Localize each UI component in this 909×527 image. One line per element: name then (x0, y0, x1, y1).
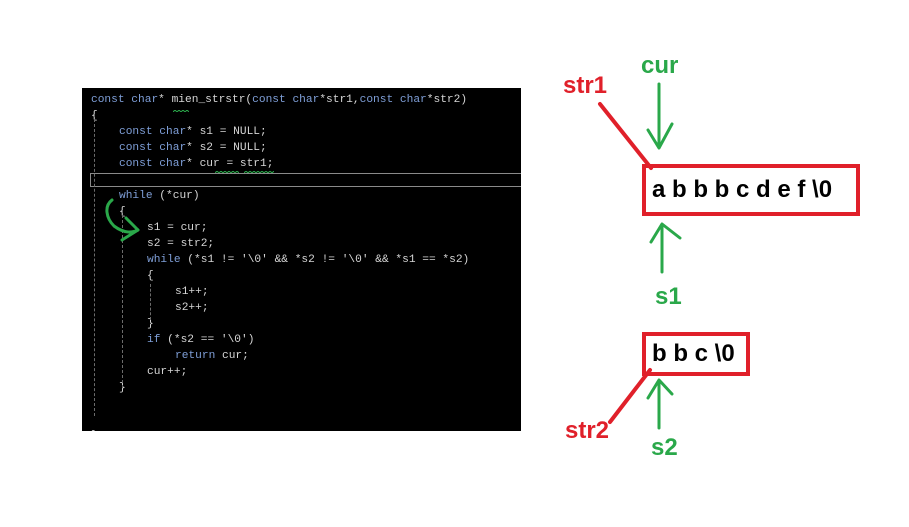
label-str1: str1 (563, 72, 608, 99)
code-token: *str2) (426, 94, 468, 106)
code-token: const (119, 142, 160, 154)
code-token: const (119, 158, 160, 170)
code-token: char (131, 94, 159, 106)
label-cur: cur (641, 52, 679, 79)
code-token: const (359, 94, 400, 106)
code-line: } (119, 380, 126, 396)
code-token: (*s1 != '\0' && *s2 != '\0' && *s1 == *s… (187, 254, 470, 266)
code-line: return cur; (175, 348, 249, 364)
code-token: while (147, 254, 188, 266)
hand-drawn-loop-arrow (105, 198, 140, 242)
code-token: (*cur) (159, 190, 200, 202)
code-token: * s2 = NULL; (186, 142, 267, 154)
code-line: s1 = cur; (147, 220, 207, 236)
code-token: char (399, 94, 427, 106)
code-token: char (159, 158, 187, 170)
warning-squiggle-mien (173, 110, 189, 112)
indent-guide-inner (150, 284, 151, 320)
indent-guide-outer (94, 114, 95, 416)
code-line: cur++; (147, 364, 187, 380)
code-line: } (91, 428, 98, 431)
code-line: s1++; (175, 284, 209, 300)
current-line-highlight (90, 173, 521, 187)
code-token: const (252, 94, 293, 106)
code-line: const char* mien_strstr(const char*str1,… (91, 92, 467, 108)
code-token: const (91, 94, 132, 106)
code-token: } (91, 430, 98, 431)
code-token: char (159, 126, 187, 138)
code-line: { (147, 268, 154, 284)
code-line: } (147, 316, 154, 332)
label-s2: s2 (651, 434, 678, 461)
code-line: const char* s2 = NULL; (119, 140, 267, 156)
code-token: while (119, 190, 160, 202)
string1-chars: a b b b c d e f \0 (652, 176, 833, 203)
code-token: } (147, 318, 154, 330)
code-token: const (119, 126, 160, 138)
code-line: while (*cur) (119, 188, 200, 204)
code-token: s2++; (175, 302, 209, 314)
code-token: char (159, 142, 187, 154)
code-token: (*s2 == '\0') (167, 334, 255, 346)
code-token: cur++; (147, 366, 188, 378)
code-token: return (175, 350, 222, 362)
code-token: { (147, 270, 154, 282)
code-token: } (119, 382, 126, 394)
label-str2: str2 (565, 417, 610, 444)
code-token: * mien_strstr( (158, 94, 253, 106)
s1-arrow (649, 222, 682, 274)
code-panel: const char* mien_strstr(const char*str1,… (82, 88, 521, 431)
code-token: s1 = cur; (147, 222, 208, 234)
code-line: const char* cur = str1; (119, 156, 273, 172)
code-token: * cur = str1; (186, 158, 274, 170)
code-token: char (292, 94, 320, 106)
cur-arrow (646, 82, 674, 150)
code-token: *str1, (319, 94, 360, 106)
code-token: if (147, 334, 168, 346)
code-line: const char* s1 = NULL; (119, 124, 267, 140)
code-line: if (*s2 == '\0') (147, 332, 254, 348)
label-s1: s1 (655, 283, 682, 310)
indent-guide-loop (122, 210, 123, 388)
str1-pointer-line (598, 102, 653, 170)
string1-box (642, 164, 860, 216)
code-line: s2 = str2; (147, 236, 214, 252)
warning-squiggle-str1 (244, 171, 274, 173)
str2-pointer-line (608, 368, 652, 424)
code-token: s2 = str2; (147, 238, 215, 250)
string2-chars: b b c \0 (652, 340, 735, 367)
s2-arrow (646, 378, 674, 430)
code-line: while (*s1 != '\0' && *s2 != '\0' && *s1… (147, 252, 469, 268)
code-token: * s1 = NULL; (186, 126, 267, 138)
code-token: cur; (222, 350, 249, 362)
string2-box (642, 332, 750, 376)
code-token: s1++; (175, 286, 209, 298)
code-line: s2++; (175, 300, 209, 316)
